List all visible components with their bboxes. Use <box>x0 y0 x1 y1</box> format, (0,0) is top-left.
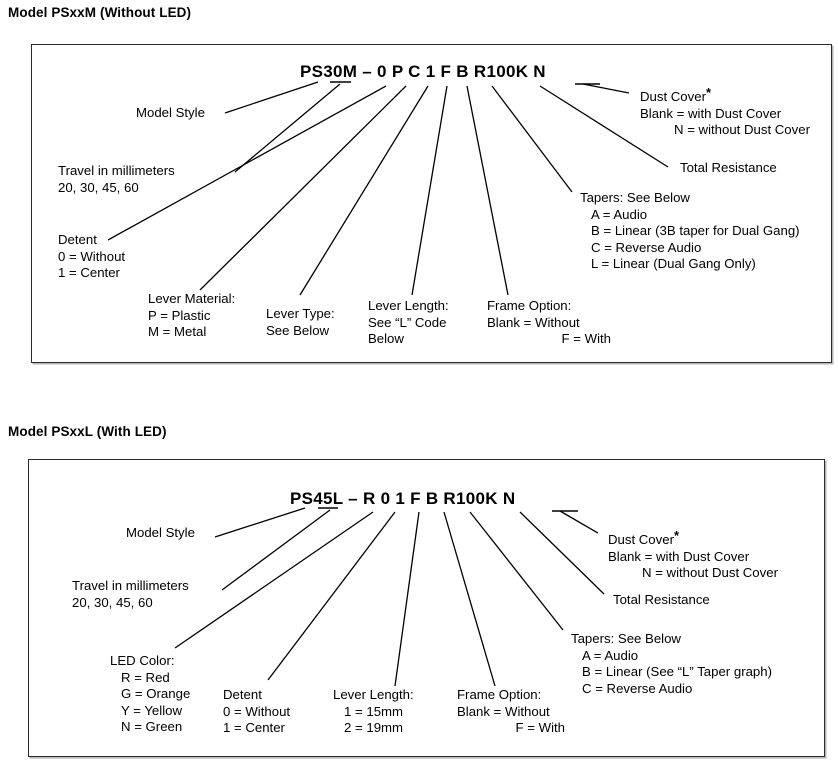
callout-model-style-psxxm: Model Style <box>136 105 205 120</box>
detent-option-0: 0 = Without <box>58 248 126 264</box>
callout-total-resistance-psxxm: Total Resistance <box>680 160 777 175</box>
travel-values: 20, 30, 45, 60 <box>58 179 139 195</box>
detent-title: Detent <box>223 687 262 702</box>
callout-detent-psxxm: Detent 0 = Without 1 = Center <box>58 232 125 282</box>
lever-material-m: M = Metal <box>148 324 207 339</box>
lever-type-title: Lever Type: <box>266 306 335 321</box>
tapers-b: B = Linear (See “L” Taper graph) <box>582 664 772 679</box>
dust-cover-label: Dust Cover <box>608 532 674 547</box>
dust-cover-blank: Blank = with Dust Cover <box>608 548 750 564</box>
led-color-n: N = Green <box>121 719 183 734</box>
dust-cover-n: N = without Dust Cover <box>642 565 778 580</box>
callout-frame-option-psxxl: Frame Option: Blank = Without F = With <box>457 687 577 737</box>
dust-cover-blank: Blank = with Dust Cover <box>640 105 782 121</box>
tapers-b: B = Linear (3B taper for Dual Gang) <box>591 223 800 238</box>
callout-frame-option-psxxm: Frame Option: Blank = Without F = With <box>487 298 611 348</box>
lever-length-line1: See “L” Code <box>368 314 447 330</box>
led-color-title: LED Color: <box>110 653 175 668</box>
detent-option-1: 1 = Center <box>58 265 120 280</box>
lever-length-title: Lever Length: <box>368 298 449 313</box>
led-color-r: R = Red <box>121 669 170 685</box>
dust-cover-label: Dust Cover <box>640 89 706 104</box>
lever-length-1: 1 = 15mm <box>344 703 404 719</box>
frame-option-blank: Blank = Without <box>487 314 580 330</box>
dust-cover-n: N = without Dust Cover <box>674 122 810 137</box>
tapers-title: Tapers: See Below <box>571 631 681 646</box>
dust-cover-title: Dust Cover* <box>608 528 778 549</box>
lever-material-p: P = Plastic <box>148 307 211 323</box>
callout-lever-type-psxxm: Lever Type: See Below <box>266 306 335 339</box>
frame-option-f: F = With <box>561 331 611 346</box>
callout-tapers-psxxm: Tapers: See Below A = Audio B = Linear (… <box>580 190 800 273</box>
frame-option-title: Frame Option: <box>457 687 542 702</box>
lever-length-line2: Below <box>368 331 404 346</box>
dust-cover-title: Dust Cover* <box>640 85 810 106</box>
lever-material-title: Lever Material: <box>148 291 236 306</box>
callout-lever-length-psxxm: Lever Length: See “L” Code Below <box>368 298 449 348</box>
tapers-title: Tapers: See Below <box>580 190 690 205</box>
diagram-box-psxxl <box>28 459 825 757</box>
callout-model-style-psxxl: Model Style <box>126 525 195 540</box>
led-color-g: G = Orange <box>121 686 191 701</box>
led-color-y: Y = Yellow <box>121 702 182 718</box>
frame-option-title: Frame Option: <box>487 298 572 313</box>
detent-option-0: 0 = Without <box>223 703 291 719</box>
section-title-psxxl: Model PSxxL (With LED) <box>8 424 167 439</box>
part-number-psxxm: PS30M – 0 P C 1 F B R100K N <box>300 62 546 81</box>
dust-cover-asterisk: * <box>673 528 680 543</box>
section-title-psxxm: Model PSxxM (Without LED) <box>8 5 192 20</box>
frame-option-f: F = With <box>515 720 565 735</box>
callout-lever-material-psxxm: Lever Material: P = Plastic M = Metal <box>148 291 235 341</box>
travel-values: 20, 30, 45, 60 <box>72 594 153 610</box>
tapers-c: C = Reverse Audio <box>582 680 693 696</box>
detent-option-1: 1 = Center <box>223 720 285 735</box>
tapers-a: A = Audio <box>591 206 648 222</box>
callout-total-resistance-psxxl: Total Resistance <box>613 592 710 607</box>
dust-cover-asterisk: * <box>705 85 712 100</box>
callout-detent-psxxl: Detent 0 = Without 1 = Center <box>223 687 290 737</box>
callout-dust-cover-psxxm: Dust Cover* Blank = with Dust Cover N = … <box>640 85 810 139</box>
lever-type-value: See Below <box>266 322 330 338</box>
part-number-psxxl: PS45L – R 0 1 F B R100K N <box>290 489 516 508</box>
detent-title: Detent <box>58 232 97 247</box>
callout-led-color-psxxl: LED Color: R = Red G = Orange Y = Yellow… <box>110 653 190 736</box>
callout-lever-length-psxxl: Lever Length: 1 = 15mm 2 = 19mm <box>333 687 414 737</box>
tapers-l: L = Linear (Dual Gang Only) <box>591 256 756 271</box>
lever-length-2: 2 = 19mm <box>344 720 404 735</box>
callout-travel-psxxl: Travel in millimeters 20, 30, 45, 60 <box>72 578 189 611</box>
callout-travel-psxxm: Travel in millimeters 20, 30, 45, 60 <box>58 163 175 196</box>
travel-title: Travel in millimeters <box>58 163 175 178</box>
callout-tapers-psxxl: Tapers: See Below A = Audio B = Linear (… <box>571 631 772 697</box>
callout-dust-cover-psxxl: Dust Cover* Blank = with Dust Cover N = … <box>608 528 778 582</box>
lever-length-title: Lever Length: <box>333 687 414 702</box>
frame-option-blank: Blank = Without <box>457 703 550 719</box>
tapers-a: A = Audio <box>582 647 639 663</box>
tapers-c: C = Reverse Audio <box>591 239 702 255</box>
travel-title: Travel in millimeters <box>72 578 189 593</box>
